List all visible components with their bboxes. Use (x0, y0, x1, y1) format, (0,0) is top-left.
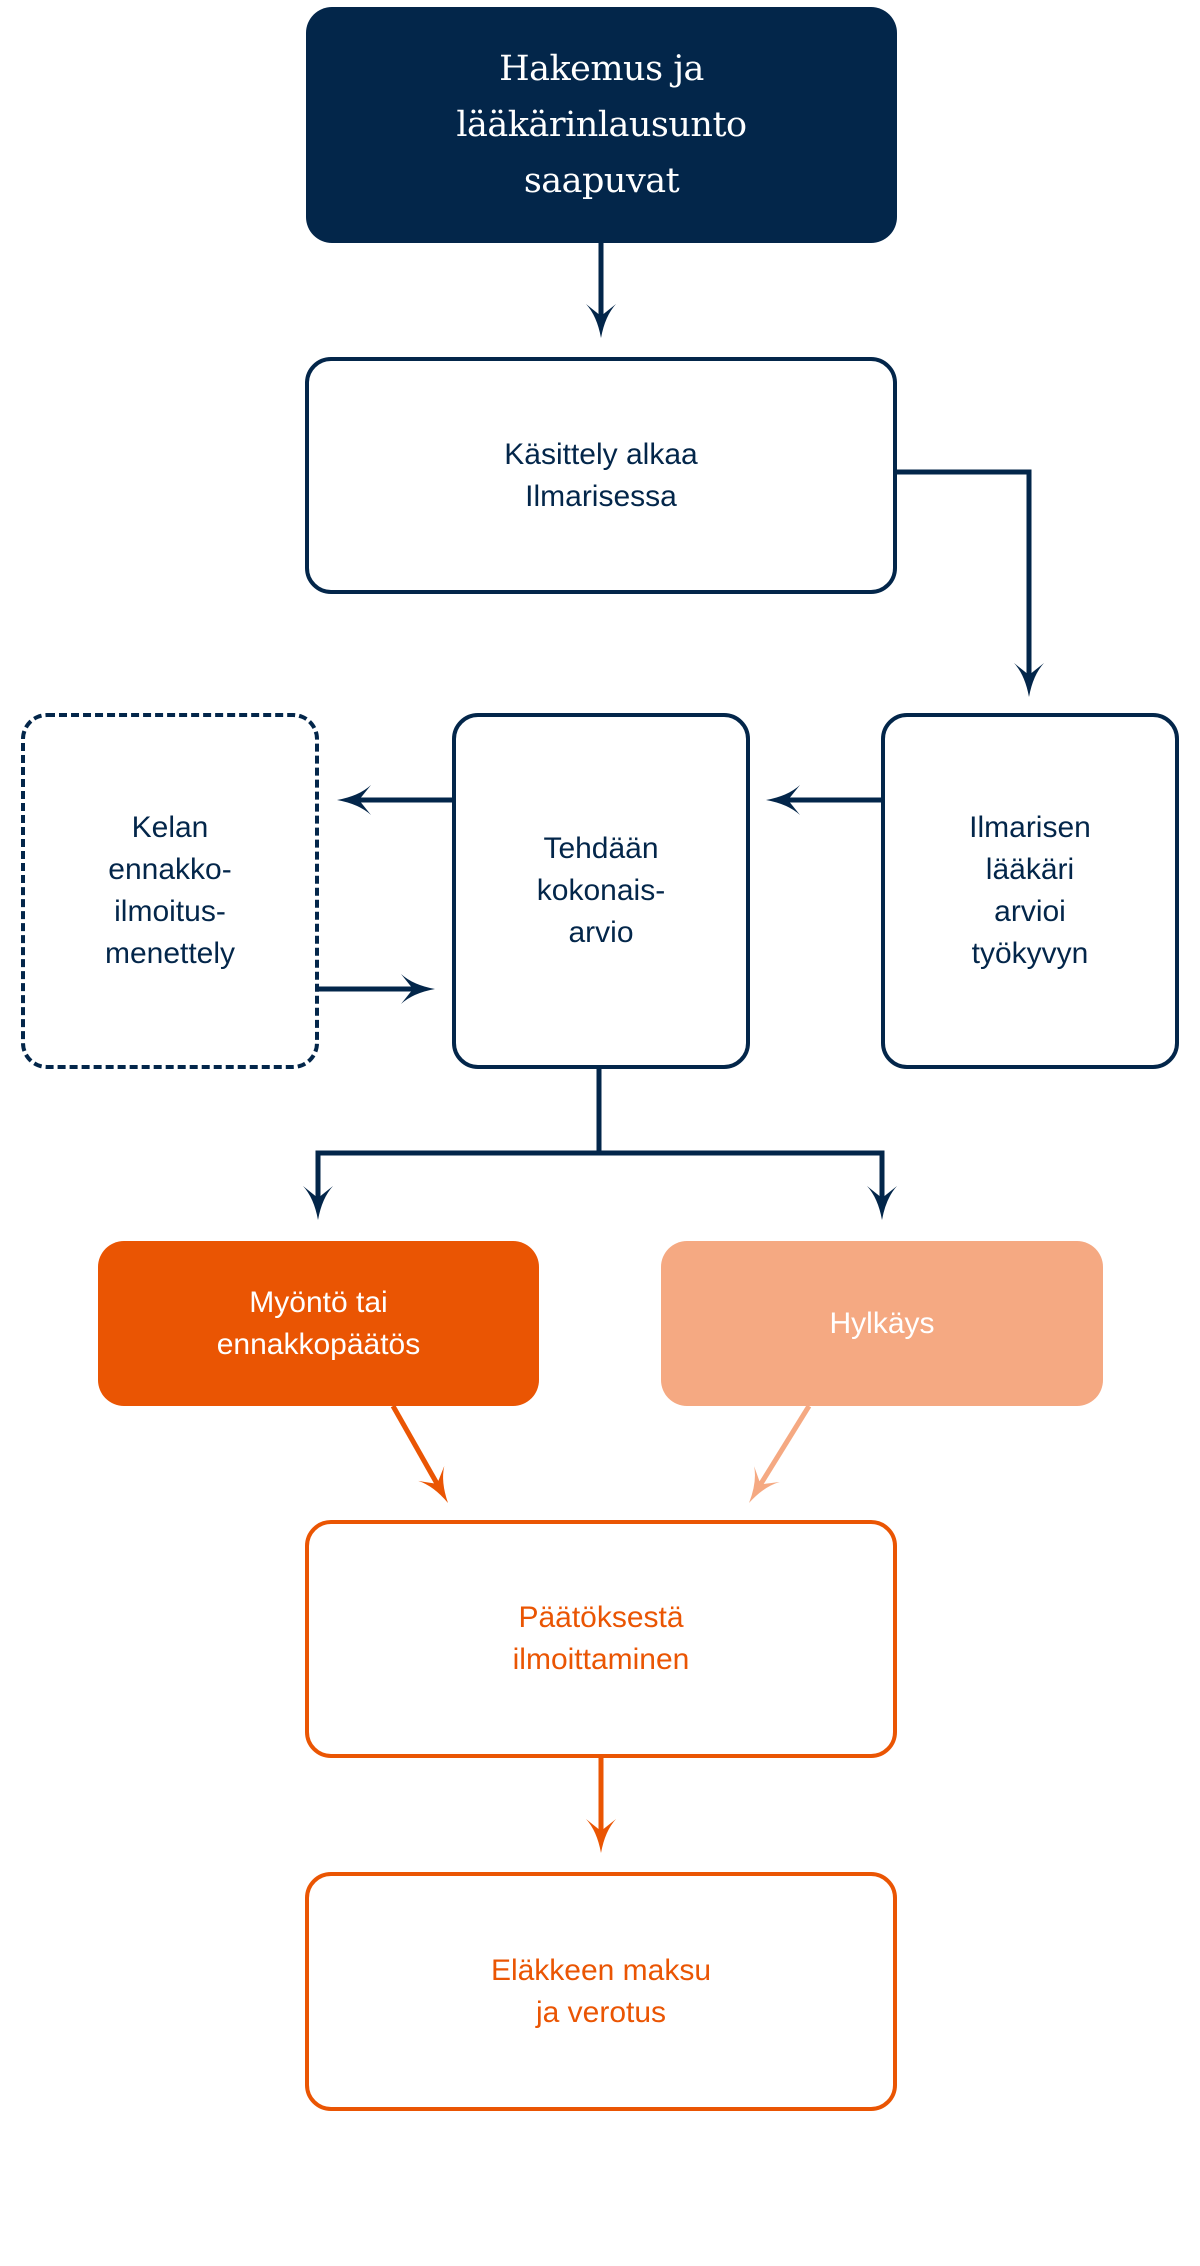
node-approval-label: Myöntö tai ennakkopäätös (216, 1285, 421, 1361)
edge-processing-to-doctor (897, 469, 1032, 677)
arrowhead-icon (867, 1186, 897, 1220)
node-notification: Päätöksestä ilmoittaminen (305, 1520, 897, 1758)
node-payment: Eläkkeen maksu ja verotus (305, 1872, 897, 2111)
arrowhead-icon (1014, 663, 1044, 697)
arrowhead-icon (337, 785, 371, 815)
edge-assessment-to-rejection (599, 1150, 885, 1200)
node-kela: Kelan ennakko- ilmoitus- menettely (21, 713, 319, 1069)
node-assessment: Tehdään kokonais- arvio (452, 713, 750, 1069)
edge-assessment-to-approval (315, 1069, 602, 1200)
arrowhead-icon (303, 1186, 333, 1220)
node-processing-label: Käsittely alkaa Ilmarisessa (504, 437, 698, 513)
node-approval: Myöntö tai ennakkopäätös (98, 1241, 539, 1406)
node-payment-label: Eläkkeen maksu ja verotus (490, 1953, 712, 2029)
node-notification-label: Päätöksestä ilmoittaminen (512, 1601, 690, 1676)
edge-approval-to-notification (390, 1404, 441, 1487)
node-kela-label: Kelan ennakko- ilmoitus- menettely (104, 811, 236, 970)
arrowhead-icon (586, 304, 616, 338)
node-doctor-label: Ilmarisen lääkäri arvioi työkyvyn (969, 811, 1091, 970)
arrowhead-icon (586, 1819, 616, 1853)
arrowhead-icon (418, 1466, 448, 1503)
node-rejection: Hylkäys (661, 1241, 1103, 1406)
node-application-label: Hakemus ja lääkärinlausunto saapuvat (456, 49, 747, 201)
arrowhead-icon (401, 974, 435, 1004)
arrowhead-icon (766, 785, 800, 815)
node-assessment-label: Tehdään kokonais- arvio (536, 832, 666, 949)
node-doctor: Ilmarisen lääkäri arvioi työkyvyn (881, 713, 1179, 1069)
edge-rejection-to-notification (757, 1404, 812, 1488)
arrowhead-icon (749, 1466, 780, 1503)
node-application: Hakemus ja lääkärinlausunto saapuvat (306, 7, 897, 243)
node-processing: Käsittely alkaa Ilmarisessa (305, 357, 897, 594)
node-rejection-label: Hylkäys (829, 1306, 935, 1340)
